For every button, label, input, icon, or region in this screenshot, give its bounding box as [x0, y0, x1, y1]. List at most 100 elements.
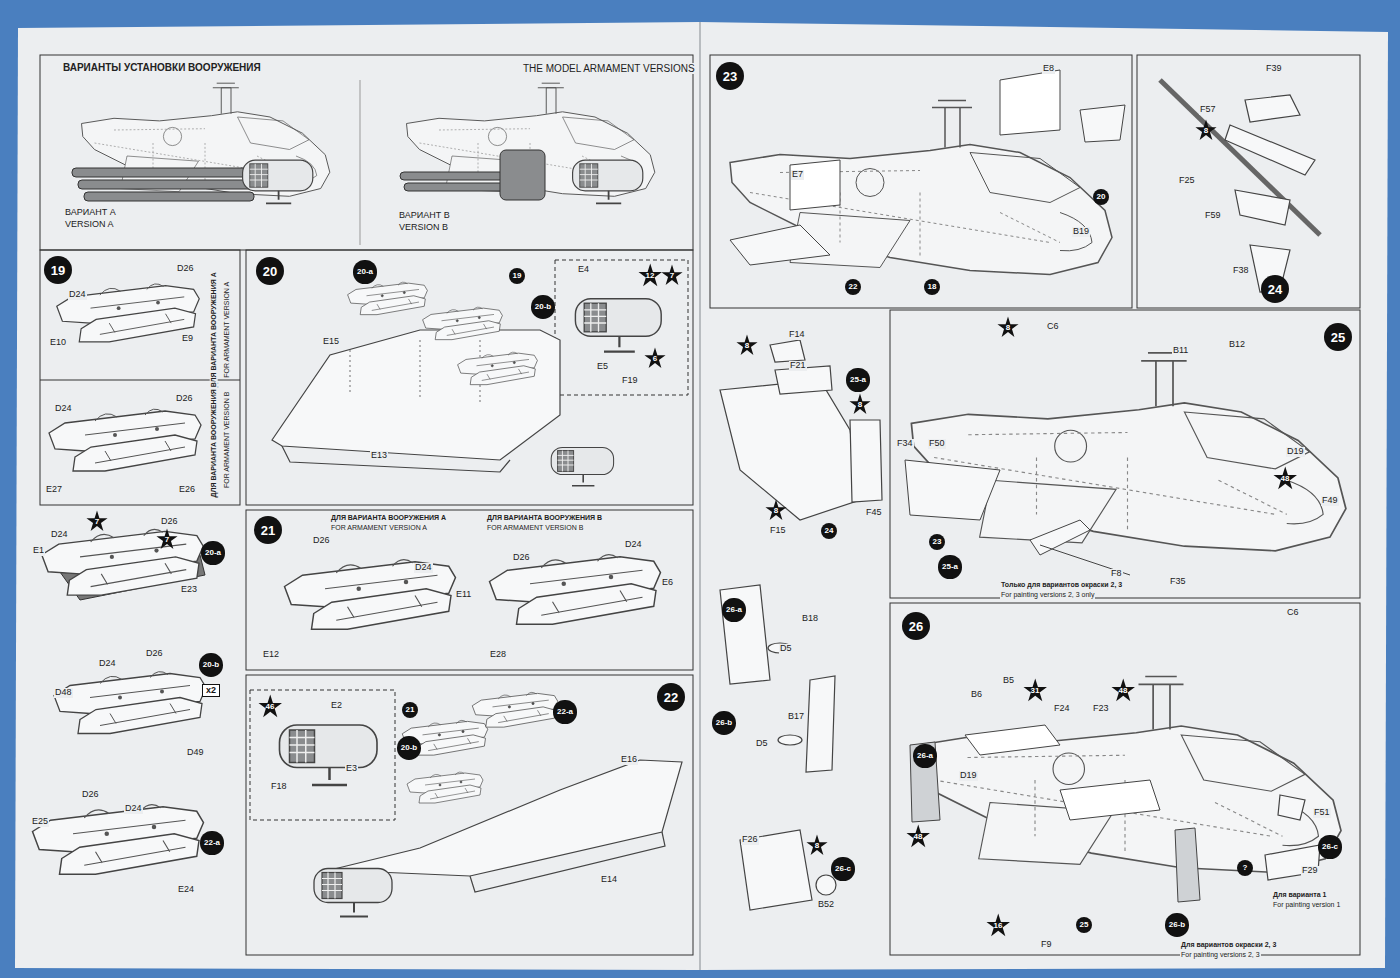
art-stroke [423, 307, 503, 339]
art-stroke [243, 160, 313, 203]
part-number: B52 [817, 900, 835, 910]
node-text: 8 [1006, 324, 1010, 332]
callout-number: 20-a [353, 260, 376, 283]
node-text: 26-c [835, 865, 851, 873]
part-number: F24 [1053, 704, 1071, 714]
part-number: D19 [1286, 447, 1305, 457]
star-fill [644, 347, 665, 367]
node-text: 21 [406, 706, 415, 714]
star-fill [638, 263, 662, 286]
callout-number: 26-c [831, 857, 854, 880]
part-number: F15 [769, 526, 787, 536]
part-number: F25 [1178, 176, 1196, 186]
part-number: D26 [81, 790, 100, 800]
node-text: 20-b [401, 744, 417, 752]
art-stroke [348, 282, 428, 314]
callout-number: 21 [402, 702, 418, 718]
part-number: F50 [928, 439, 946, 449]
art-stroke [1265, 795, 1320, 880]
art-stroke [890, 603, 1360, 955]
part-number: E28 [489, 650, 507, 660]
art-stroke [360, 80, 361, 245]
node-text: 20 [263, 265, 277, 278]
callout-number: 22-a [553, 700, 576, 723]
node-text: 7 [670, 272, 674, 280]
part-number: E16 [620, 755, 638, 765]
callout-number: 26-b [712, 711, 735, 734]
part-number: F51 [1313, 808, 1331, 818]
callout-number: 20-b [397, 736, 420, 759]
paint-star: 7 [156, 528, 178, 550]
part-number: F57 [1199, 105, 1217, 115]
part-number: B12 [1228, 340, 1246, 350]
callout-number: 25-a [846, 368, 869, 391]
part-number: B11 [1172, 346, 1189, 356]
node-text: 12 [646, 272, 655, 280]
node-text: 25-a [850, 376, 866, 384]
node-text: 24 [1268, 283, 1282, 296]
callout-number: 23 [929, 534, 945, 550]
node-text: 31 [1031, 687, 1040, 695]
part-number: E10 [49, 338, 67, 348]
note-text: ДЛЯ ВАРИАНТА ВООРУЖЕНИЯ А [210, 271, 218, 388]
paper [15, 22, 1388, 970]
callout-number: ? [1237, 860, 1253, 876]
callout-number: 26-c [1318, 835, 1341, 858]
art-stroke [404, 183, 514, 191]
part-number: D24 [68, 290, 87, 300]
art-stroke [78, 180, 253, 189]
art-stroke [42, 529, 204, 595]
art-stroke [890, 310, 1360, 598]
paint-star: 8 [997, 316, 1019, 338]
step-number: 24 [1261, 275, 1289, 303]
step-number: 23 [716, 62, 744, 90]
node-text: 20-a [205, 549, 221, 557]
note-text: Для варианта 1 [1272, 891, 1327, 899]
star-fill [1195, 119, 1216, 139]
part-number: E25 [31, 817, 49, 827]
node-text: 48 [914, 833, 923, 841]
node-text: 22 [664, 691, 678, 704]
step-number: 21 [254, 516, 282, 544]
part-number: D48 [54, 688, 73, 698]
part-number: D24 [98, 659, 117, 669]
part-number: D24 [54, 404, 73, 414]
part-number: E4 [577, 265, 590, 275]
art-stroke [770, 340, 882, 502]
art-stroke [400, 172, 510, 180]
part-number: F8 [1110, 569, 1123, 579]
part-number: D26 [176, 264, 195, 274]
part-number: E24 [177, 885, 195, 895]
node-text: 20-b [203, 661, 219, 669]
note-text: Для вариантов окраски 2, 3 [1180, 941, 1277, 949]
node-text: 48 [1119, 687, 1128, 695]
callout-number: 18 [924, 279, 940, 295]
part-number: VERSION A [64, 220, 115, 230]
art-stroke [700, 22, 1388, 970]
part-number: E7 [791, 170, 804, 180]
node-text: 26-c [1322, 843, 1338, 851]
part-number: B5 [1002, 676, 1015, 686]
part-number: E23 [180, 585, 198, 595]
paint-star: 8 [849, 393, 871, 415]
part-number: E8 [1042, 64, 1055, 74]
art-stroke [246, 250, 693, 505]
note-text: ВАРИАНТЫ УСТАНОВКИ ВООРУЖЕНИЯ [62, 62, 262, 73]
art-stroke [699, 22, 701, 970]
art-stroke [790, 70, 1060, 210]
node-text: 18 [928, 283, 937, 291]
part-number: For painting versions 2, 3 only [1000, 591, 1095, 599]
paint-star: 12 [638, 263, 662, 287]
art-stroke [1225, 95, 1315, 292]
node-text: 26 [909, 620, 923, 633]
node-text: ? [1243, 864, 1248, 872]
node-text: 23 [723, 70, 737, 83]
node-text: 8 [745, 342, 749, 350]
node-text: 48 [1281, 475, 1290, 483]
part-number: B6 [970, 690, 983, 700]
node-text: 26-b [1169, 921, 1185, 929]
art-stroke [911, 677, 1341, 873]
part-number: E2 [330, 701, 343, 711]
part-number: D26 [160, 517, 179, 527]
art-stroke [330, 760, 682, 876]
